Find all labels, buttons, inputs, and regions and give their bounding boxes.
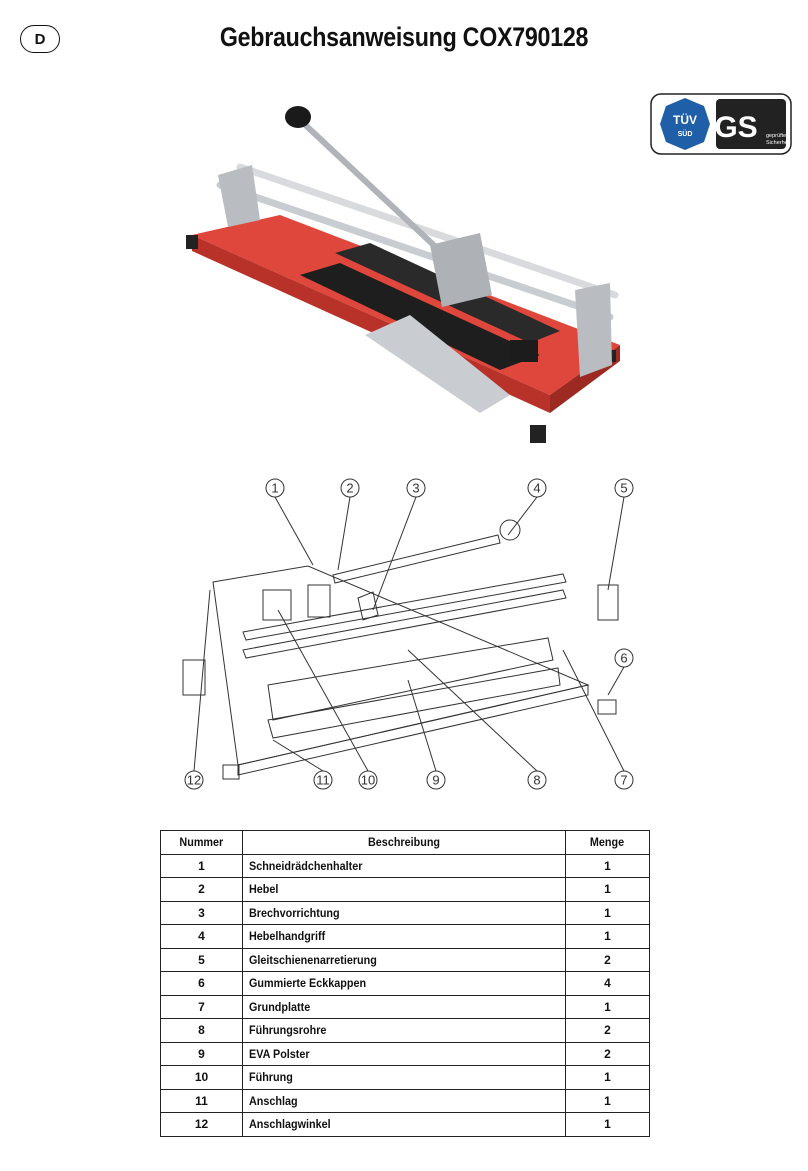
callout-label-2: 2 [346, 481, 353, 496]
rubber-foot [530, 425, 546, 443]
row-number: 8 [160, 1018, 243, 1043]
callout-label-8: 8 [533, 773, 540, 788]
angle-stop [365, 315, 510, 413]
row-quantity: 1 [565, 1065, 650, 1090]
language-badge: D [20, 25, 60, 53]
callout-label-6: 6 [620, 651, 627, 666]
row-number: 4 [160, 924, 243, 949]
row-number: 9 [160, 1041, 243, 1066]
gs-logo: GS geprüfte Sicherheit [714, 99, 791, 149]
tuv-sud-logo: TÜV SÜD [660, 98, 710, 150]
row-description: Grundplatte [242, 994, 566, 1019]
eva-pad [300, 263, 540, 370]
row-description: Brechvorrichtung [242, 900, 566, 925]
exploded-diagram: 1 2 3 4 5 6 12 11 10 9 8 7 [182, 478, 634, 790]
header-number: Nummer [160, 830, 243, 855]
callout-label-7: 7 [620, 773, 627, 788]
row-description: Schneidrädchenhalter [242, 853, 566, 878]
row-number: 2 [160, 877, 243, 902]
rail-support [575, 283, 612, 377]
row-quantity: 1 [565, 1088, 650, 1113]
row-quantity: 1 [565, 877, 650, 902]
sud-text: SÜD [678, 129, 693, 138]
row-quantity: 1 [565, 924, 650, 949]
row-description: Gleitschienenarretierung [242, 947, 566, 972]
gs-text: GS [714, 111, 757, 144]
header-quantity: Menge [565, 830, 650, 855]
row-quantity: 1 [565, 1112, 650, 1137]
row-quantity: 4 [565, 971, 650, 996]
row-number: 12 [160, 1112, 243, 1137]
row-description: Hebel [242, 877, 566, 902]
row-number: 1 [160, 853, 243, 878]
row-quantity: 2 [565, 1018, 650, 1043]
breaking-device [510, 340, 538, 362]
row-description: EVA Polster [242, 1041, 566, 1066]
row-quantity: 1 [565, 994, 650, 1019]
row-description: Führungsrohre [242, 1018, 566, 1043]
row-description: Anschlagwinkel [242, 1112, 566, 1137]
row-description: Gummierte Eckkappen [242, 971, 566, 996]
callout-label-5: 5 [620, 481, 627, 496]
callout-label-11: 11 [316, 773, 330, 788]
row-description: Anschlag [242, 1088, 566, 1113]
callout-label-4: 4 [533, 481, 540, 496]
cutter-holder [430, 233, 492, 307]
callout-label-3: 3 [412, 481, 419, 496]
table-header-row: Nummer Beschreibung Menge [160, 830, 650, 855]
row-number: 11 [160, 1088, 243, 1113]
row-number: 3 [160, 900, 243, 925]
certification-logo: TÜV SÜD GS geprüfte Sicherheit [650, 93, 792, 155]
callout-label-1: 1 [271, 481, 278, 496]
gs-sub-2: Sicherheit [766, 140, 791, 146]
row-quantity: 2 [565, 947, 650, 972]
guide-rail [236, 163, 619, 299]
row-number: 6 [160, 971, 243, 996]
callout-label-12: 12 [187, 773, 201, 788]
guide-rail [216, 181, 614, 321]
row-quantity: 1 [565, 853, 650, 878]
callout-label-9: 9 [432, 773, 439, 788]
lever-handle [285, 106, 311, 128]
row-number: 5 [160, 947, 243, 972]
lever [297, 117, 458, 268]
product-photo [186, 106, 620, 443]
tuv-text: TÜV [673, 112, 697, 127]
rubber-foot [186, 235, 198, 249]
row-quantity: 2 [565, 1041, 650, 1066]
page-title: Gebrauchsanweisung COX790128 [219, 22, 589, 52]
callout-label-10: 10 [361, 773, 375, 788]
header-description: Beschreibung [242, 830, 566, 855]
language-code: D [34, 30, 46, 48]
row-number: 7 [160, 994, 243, 1019]
rail-support [218, 165, 260, 227]
row-quantity: 1 [565, 900, 650, 925]
row-description: Hebelhandgriff [242, 924, 566, 949]
gs-sub-1: geprüfte [766, 133, 786, 139]
row-number: 10 [160, 1065, 243, 1090]
row-description: Führung [242, 1065, 566, 1090]
